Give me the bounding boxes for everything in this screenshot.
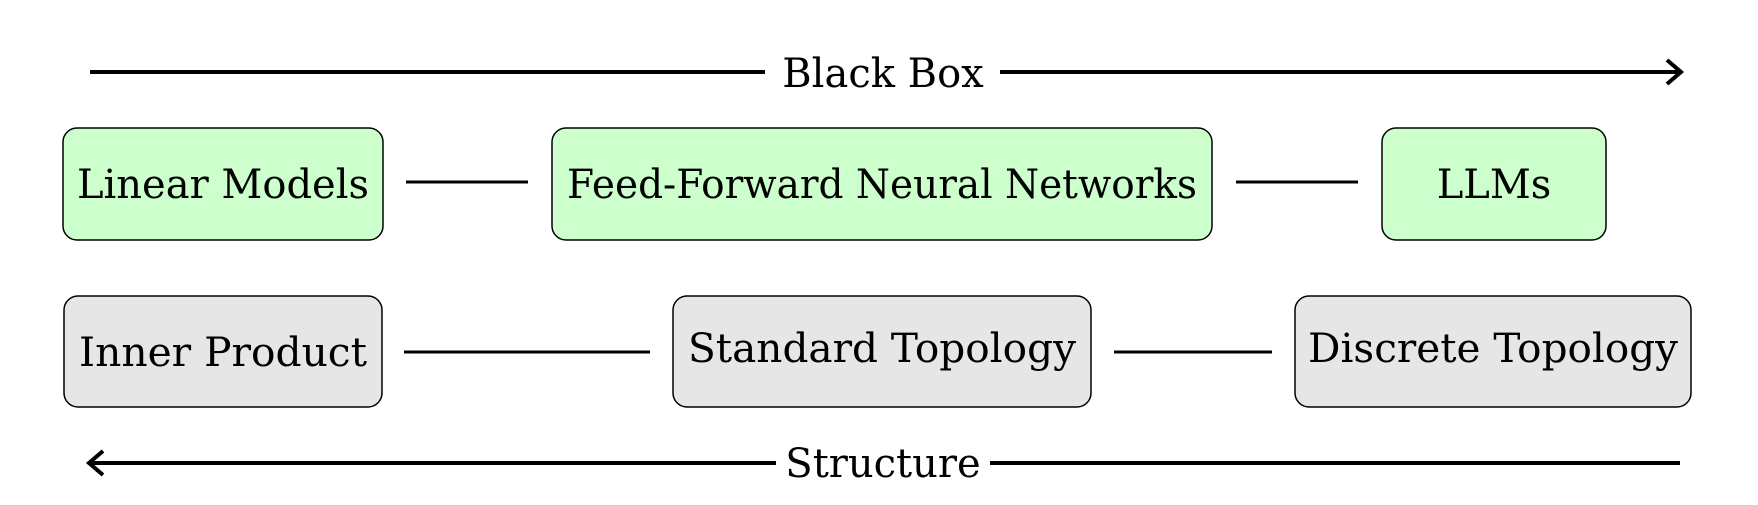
node-feed-forward-neural-networks [551, 127, 1213, 241]
black-box-label: Black Box [782, 51, 984, 97]
node-linear-models-label: Linear Models [77, 162, 369, 208]
node-inner-product [63, 295, 383, 408]
models-row: Linear Models Feed-Forward Neural Networ… [62, 127, 1607, 241]
node-discrete-topology [1294, 295, 1692, 408]
right-arrowhead-icon [1665, 58, 1685, 86]
node-standard-topology-label: Standard Topology [688, 326, 1076, 372]
left-arrowhead-icon [85, 449, 105, 477]
black-box-axis: Black Box [90, 51, 1685, 97]
node-feed-forward-neural-networks-label: Feed-Forward Neural Networks [567, 162, 1197, 208]
structure-axis: Structure [85, 441, 1680, 487]
node-linear-models [62, 127, 384, 241]
structure-label: Structure [785, 441, 980, 487]
node-standard-topology [672, 295, 1092, 408]
node-llms-label: LLMs [1437, 162, 1552, 208]
node-inner-product-label: Inner Product [79, 330, 367, 376]
node-llms [1381, 127, 1607, 241]
node-discrete-topology-label: Discrete Topology [1308, 326, 1678, 372]
topologies-row: Inner Product Standard Topology Discrete… [63, 295, 1692, 408]
